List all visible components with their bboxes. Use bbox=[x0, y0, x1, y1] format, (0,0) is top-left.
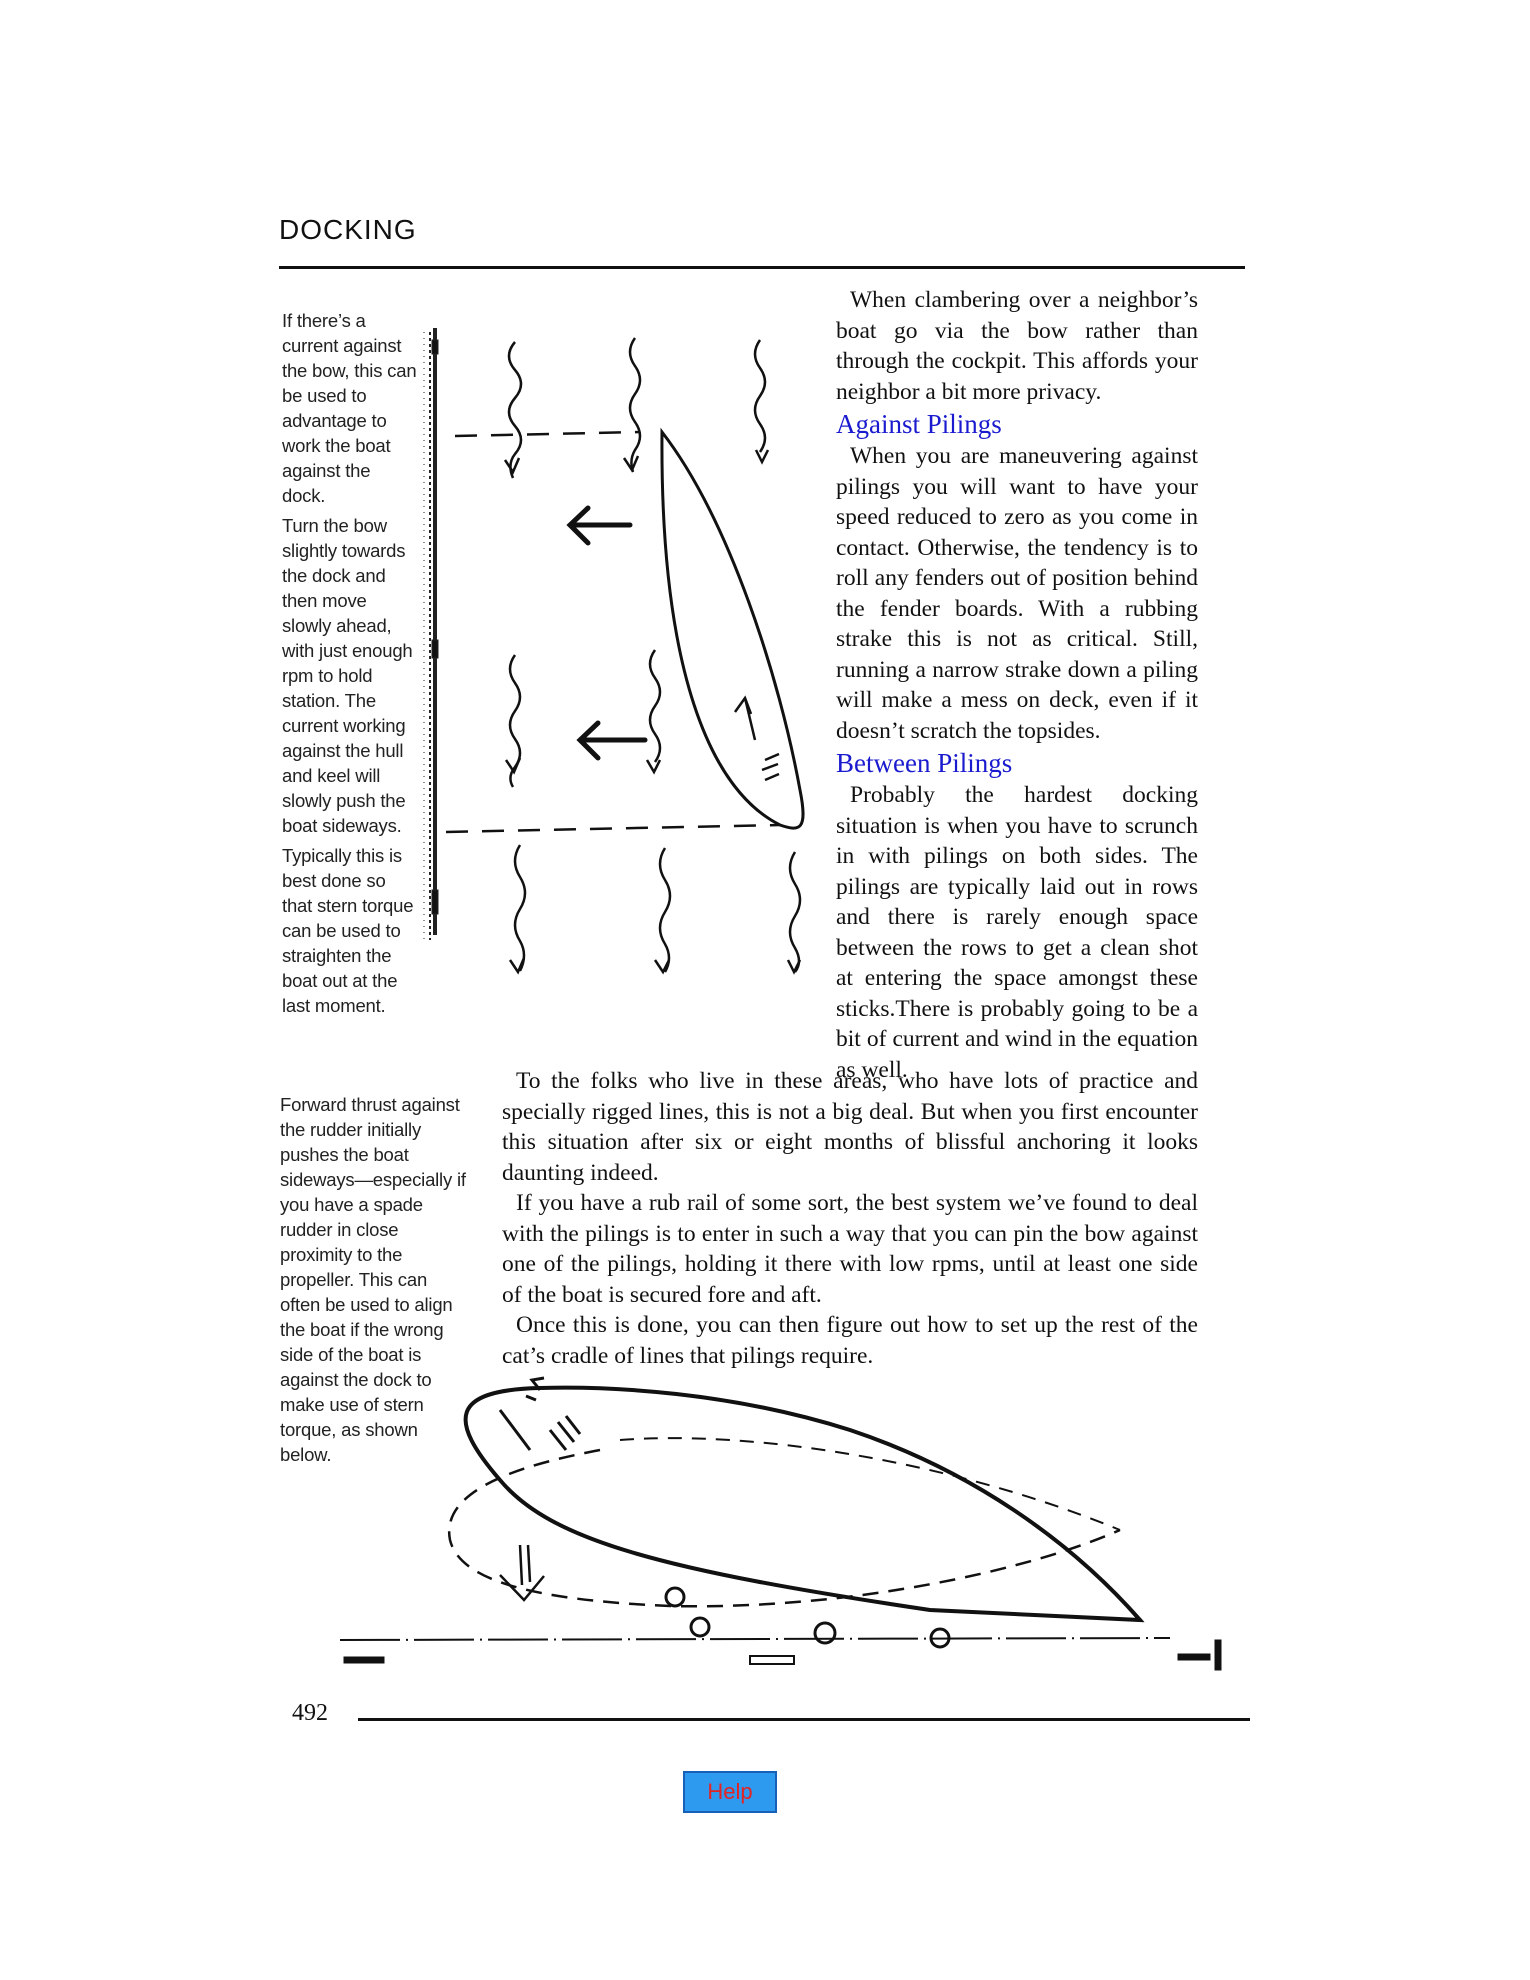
sidebar-note-current: If there’s a current against the bow, th… bbox=[282, 308, 417, 1023]
current-diagram bbox=[423, 328, 805, 975]
footer-rule bbox=[358, 1718, 1250, 1721]
once-paragraph: Once this is done, you can then figure o… bbox=[502, 1312, 1198, 1369]
sidebar-note-thrust: Forward thrust against the rudder initia… bbox=[280, 1094, 466, 1465]
boat-hull bbox=[463, 1385, 1145, 1623]
thrust-arrow bbox=[499, 1544, 545, 1602]
body-column-right: When clambering over a neighbor’s boat g… bbox=[836, 285, 1198, 1085]
sidebar-note-paragraph: Typically this is best done so that ster… bbox=[282, 845, 414, 1016]
between-pilings-paragraph: Probably the hardest docking situation i… bbox=[836, 782, 1198, 1083]
rub-rail-paragraph: If you have a rub rail of some sort, the… bbox=[502, 1190, 1198, 1308]
between-pilings-heading: Between Pilings bbox=[836, 748, 1013, 778]
header-rule bbox=[279, 266, 1245, 269]
folks-paragraph: To the folks who live in these areas, wh… bbox=[502, 1068, 1198, 1186]
sidebar-note-paragraph: If there’s a current against the bow, th… bbox=[282, 310, 417, 506]
boat-hull bbox=[660, 427, 805, 830]
body-column-wide: To the folks who live in these areas, wh… bbox=[502, 1066, 1198, 1371]
page-number: 492 bbox=[292, 1700, 328, 1726]
current-arrows bbox=[503, 337, 802, 975]
piling-lines bbox=[445, 430, 781, 834]
section-title: DOCKING bbox=[279, 214, 417, 245]
propeller-icon bbox=[498, 1376, 582, 1451]
sidebar-note-paragraph: Turn the bow slightly towards the dock a… bbox=[282, 515, 413, 836]
intro-paragraph: When clambering over a neighbor’s boat g… bbox=[836, 287, 1198, 405]
previous-position-outline bbox=[447, 1448, 1121, 1608]
dock-strip bbox=[423, 328, 439, 940]
propeller-icon bbox=[733, 695, 780, 782]
push-arrows bbox=[566, 505, 648, 761]
dock-line bbox=[339, 1637, 1222, 1671]
help-button[interactable]: Help bbox=[683, 1771, 777, 1813]
stern-torque-diagram bbox=[339, 1376, 1222, 1671]
against-pilings-heading: Against Pilings bbox=[836, 409, 1002, 439]
against-pilings-paragraph: When you are maneuvering against pilings… bbox=[836, 443, 1198, 744]
